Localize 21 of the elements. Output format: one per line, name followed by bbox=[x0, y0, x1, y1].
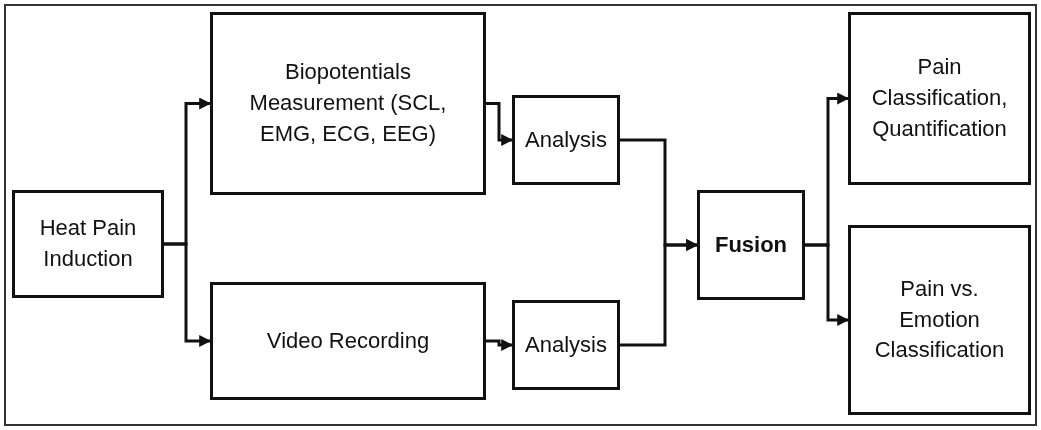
process-box bbox=[512, 95, 620, 185]
box-label: Heat Pain Induction bbox=[38, 214, 138, 273]
box-label: Pain vs. Emotion Classification bbox=[873, 274, 1006, 365]
box-label: Pain Classification, Quantification bbox=[870, 53, 1009, 143]
process-box bbox=[210, 12, 486, 195]
box-label: Fusion bbox=[713, 230, 789, 259]
arrow bbox=[486, 339, 514, 351]
process-box bbox=[848, 225, 1031, 415]
arrow bbox=[164, 242, 212, 347]
process-box bbox=[848, 12, 1031, 185]
box-label: Analysis bbox=[524, 330, 608, 359]
box-label: Analysis bbox=[524, 125, 608, 154]
arrow bbox=[805, 243, 850, 326]
arrow bbox=[620, 239, 699, 347]
process-box bbox=[12, 190, 164, 298]
box-label: Biopotentials Measurement (SCL, EMG, ECG, EEG) bbox=[248, 58, 448, 148]
process-box bbox=[210, 282, 486, 400]
box-label: Video Recording bbox=[265, 326, 431, 355]
process-box bbox=[512, 300, 620, 390]
process-box bbox=[697, 190, 805, 300]
arrow bbox=[486, 102, 514, 146]
